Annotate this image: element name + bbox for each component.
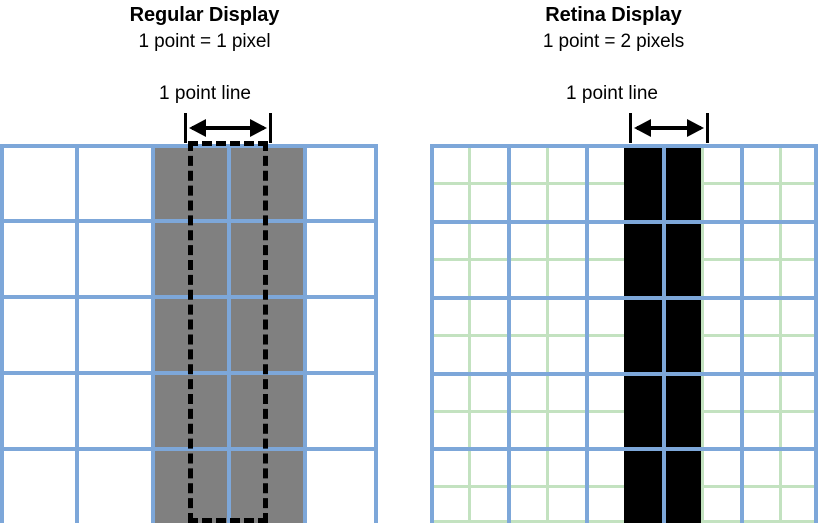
regular-dashed-outline <box>188 141 268 523</box>
retina-display-headings: Retina Display 1 point = 2 pixels <box>409 0 818 54</box>
retina-measure-caption: 1 point line <box>566 83 658 104</box>
regular-display-title: Regular Display <box>129 4 280 26</box>
measure-cap-left-icon <box>629 113 632 143</box>
measure-cap-right-icon <box>269 113 272 143</box>
retina-display-grid <box>430 144 818 523</box>
regular-display-headings: Regular Display 1 point = 1 pixel <box>0 0 409 54</box>
measure-shaft <box>637 126 701 130</box>
retina-measure-bar <box>629 113 709 143</box>
arrow-left-icon <box>634 119 651 137</box>
retina-point-gridlines <box>430 144 818 523</box>
retina-display-title: Retina Display <box>545 4 682 26</box>
regular-measure-caption: 1 point line <box>159 83 251 104</box>
arrow-left-icon <box>189 119 206 137</box>
measure-cap-left-icon <box>184 113 187 143</box>
measure-shaft <box>192 126 264 130</box>
arrow-right-icon <box>687 119 704 137</box>
panel-regular-display: Regular Display 1 point = 1 pixel 1 poin… <box>0 0 409 523</box>
regular-measure-bar <box>184 113 272 143</box>
retina-display-subtitle: 1 point = 2 pixels <box>542 31 685 52</box>
measure-cap-right-icon <box>706 113 709 143</box>
panel-retina-display: Retina Display 1 point = 2 pixels 1 poin… <box>409 0 818 523</box>
arrow-right-icon <box>250 119 267 137</box>
regular-display-subtitle: 1 point = 1 pixel <box>138 31 271 52</box>
